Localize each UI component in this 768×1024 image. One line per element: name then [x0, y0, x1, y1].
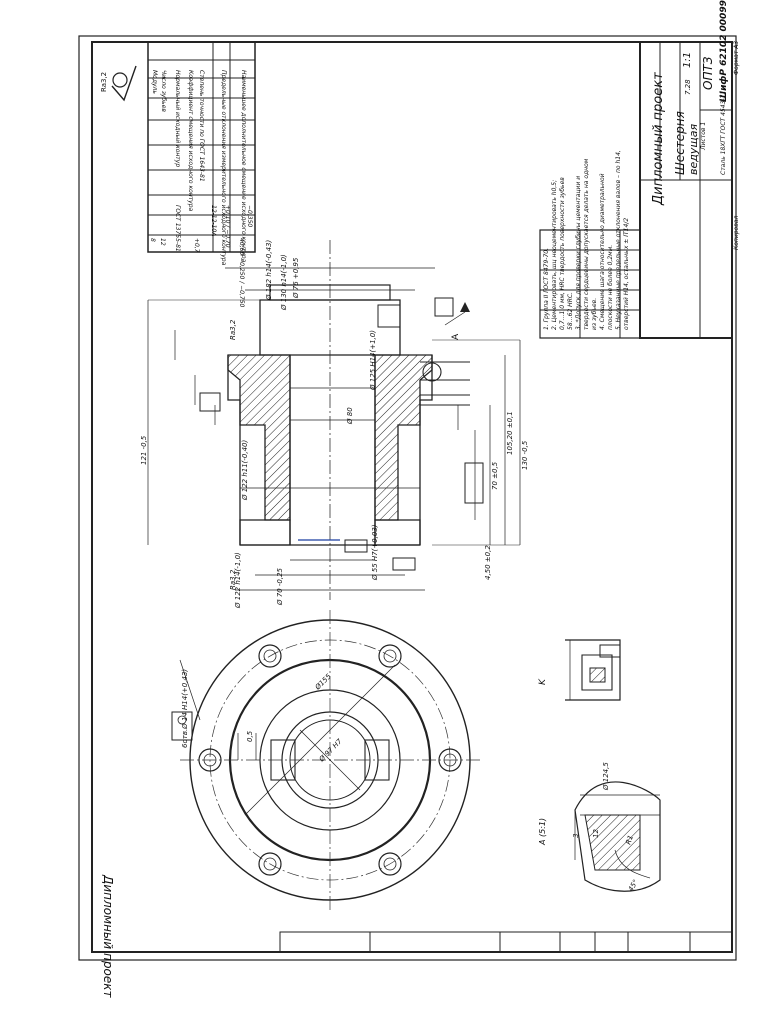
dim-len121: 121 -0,5 — [140, 435, 148, 465]
detail-a-s12: 12 — [592, 829, 600, 838]
table-row-value: ГОСТ 13755-81 — [174, 205, 181, 252]
title-block — [539, 41, 733, 339]
outer-border — [78, 35, 737, 961]
detail-a-dia: Ø 124,5 — [602, 762, 610, 791]
dim-rough-left: Ra3,2 — [229, 569, 237, 590]
doc-code: ОПТЗ — [701, 56, 715, 90]
technical-notes: 1. Группа II ГОСТ 8479-70. 2. Цементиров… — [543, 150, 630, 330]
table-row-value: 40,60 −0,250 / −0,750 — [238, 238, 245, 308]
table-row-value: +0,7 — [193, 238, 200, 253]
dim-d182: Ø 182 h14(-0,43) — [265, 239, 273, 301]
dim-d80: Ø 80 — [346, 407, 354, 425]
part-name-line2: ведущая — [687, 124, 700, 175]
table-row-value: 12-12-10А — [210, 205, 217, 236]
table-row-label: Предельные отклонения измерительного исх… — [220, 70, 227, 266]
detail-k-label: K — [538, 678, 548, 685]
dim-len4: 4,50 ±0,2 — [484, 545, 492, 580]
table-row-value: −0,350 — [246, 205, 253, 227]
dim-len70: 70 ±0,5 — [491, 461, 499, 490]
title-stamp: Дипломный проект — [651, 72, 666, 206]
detail-a-angle: 45° — [627, 878, 640, 893]
detail-a-radius: R1 — [624, 834, 635, 846]
sheet-label: Листов 1 — [700, 122, 707, 151]
detail-view-a: A (5:1) Ø 124,5 45° R1 3 12 — [538, 762, 661, 893]
note-line: 58…62 HRC. — [567, 292, 574, 330]
section-view: A — [147, 240, 521, 600]
gear-parameter-table — [147, 41, 256, 253]
dim-d70: Ø 70 -0,25 — [276, 567, 284, 606]
note-line: плоскости не более 0,2мм. — [607, 245, 614, 330]
table-row-label: Коэффициент смещения исходного контура — [187, 70, 194, 212]
bottom-stamp-strip — [279, 931, 733, 953]
table-row-value: +0,10 / −0,70 — [224, 205, 231, 248]
dim-gap: 0,5 — [246, 730, 254, 742]
section-dimensions: Ø 182 h14(-0,43) Ø 130 h14(-1,0) Ø 76 +0… — [140, 239, 529, 609]
material-label: Сталь 18ХГТ ГОСТ 4543-71 — [720, 91, 727, 175]
table-row-label: Наименьшее дополнительное смещение исход… — [240, 70, 247, 263]
side-stamp-text: Дипломный проект — [101, 874, 115, 998]
dim-d122: Ø 122 h11(-0,40) — [241, 439, 249, 501]
doc-number: ШифР 62102 00099 — [719, 0, 729, 102]
front-view — [171, 610, 480, 910]
note-line: отверстий H14, остальных ± IT14/2 — [623, 218, 630, 330]
dim-d125: Ø 125 H14(+1,0) — [369, 330, 377, 391]
detail-a-label: A (5:1) — [538, 818, 547, 846]
scale-value: 1:1 — [682, 52, 693, 68]
mass-value: 7.28 — [684, 79, 692, 95]
note-line: 0,7…1,0 мм, HRC твердость поверхности зу… — [559, 177, 566, 330]
format-label: Формат А3 — [733, 41, 740, 75]
note-line: 1. Группа II ГОСТ 8479-70. — [543, 248, 550, 330]
note-line: твердости сердцевины допускается делать … — [583, 158, 590, 330]
note-line: 4. Смещение шага относительно диаметраль… — [599, 173, 606, 330]
table-row-value: 12 — [159, 238, 166, 246]
note-line: из зубьев. — [591, 298, 598, 330]
dim-holes: 6отв.Ø 14 H14(+0,43) — [181, 669, 189, 748]
detail-view-k: K — [538, 639, 621, 701]
roughness-symbol: Ra3,2 — [100, 65, 137, 102]
dim-d55: Ø 55 H7(+0,03) — [371, 524, 379, 581]
copied-label: Копировал — [733, 216, 740, 250]
table-row-value: 8 — [149, 238, 156, 242]
dim-len105: 105,20 ±0,1 — [506, 411, 514, 455]
part-name-line1: Шестерня — [673, 111, 687, 175]
note-line: 5. Неуказанные предельные отклонения вал… — [615, 150, 622, 330]
dim-len130: 130 -0,5 — [521, 440, 529, 470]
table-row-label: Число зубьев — [160, 70, 167, 112]
dim-d76: Ø 76 +0,95 — [292, 257, 300, 299]
note-line: 3. *Допуск для проверки глубины цементац… — [575, 176, 582, 330]
table-row-label: Нормальный исходный контур — [174, 70, 181, 167]
roughness-label: Ra3,2 — [100, 72, 108, 92]
section-label-a: A — [451, 333, 461, 340]
table-row-label: Степень точности по ГОСТ 1643-81 — [198, 70, 205, 182]
table-row-label: Модуль — [151, 70, 158, 94]
note-line: 2. Цементировать, шц неоцементировать h0… — [551, 180, 558, 330]
dim-d130: Ø 130 h14(-1,0) — [280, 254, 288, 311]
dim-d122b: Ø 122 h14(-1,0) — [234, 552, 242, 609]
dim-rough-top: Ra3,2 — [229, 319, 237, 340]
table-texts: Модуль Число зубьев Нормальный исходный … — [149, 70, 253, 308]
detail-a-s3: 3 — [572, 834, 580, 838]
